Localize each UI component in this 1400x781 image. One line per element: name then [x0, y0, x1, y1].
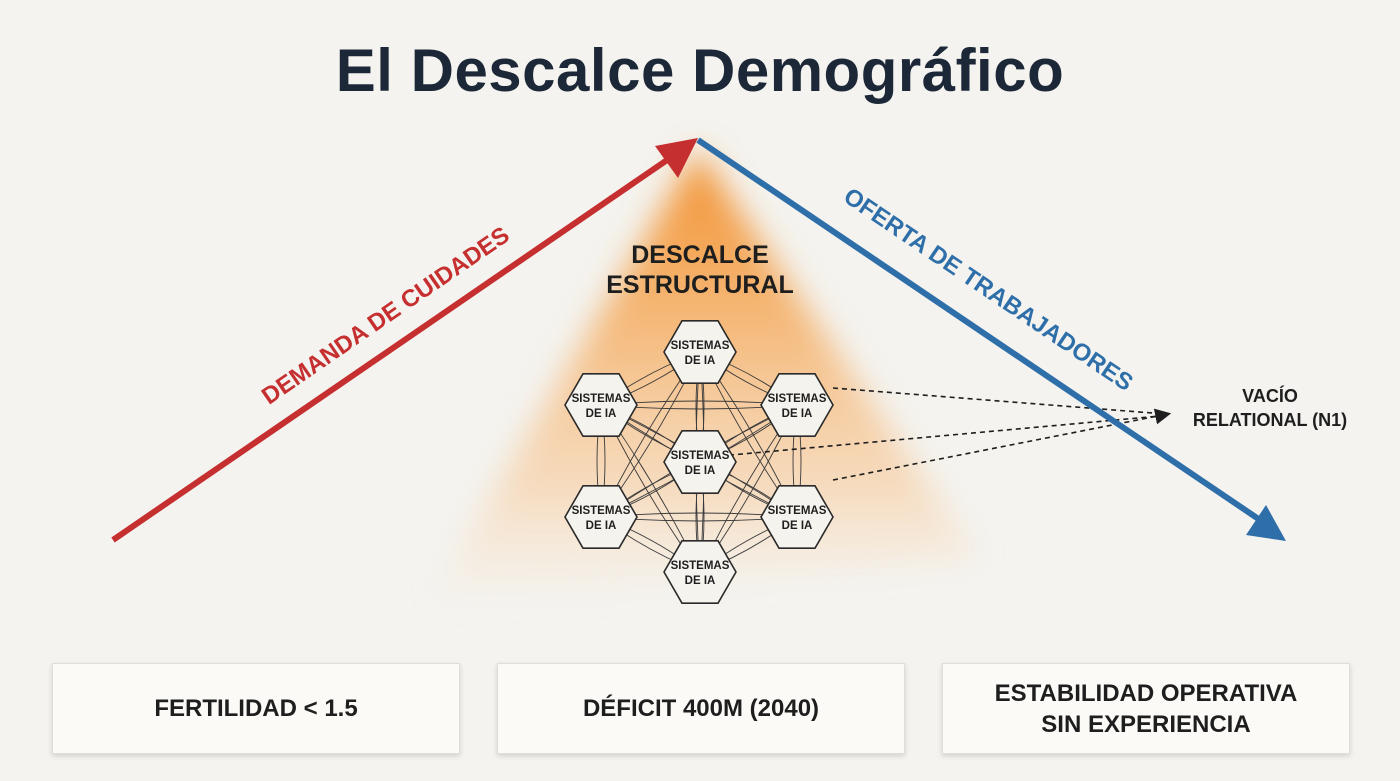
structural-mismatch-label: DESCALCE ESTRUCTURAL: [560, 240, 840, 300]
ai-system-hexagon: SISTEMAS DE IA: [760, 372, 834, 438]
hexagon-label: DE IA: [685, 355, 716, 367]
ai-system-hexagon: SISTEMAS DE IA: [663, 429, 737, 495]
hexagon-shape: [564, 484, 638, 550]
hexagon-shape: [760, 484, 834, 550]
ai-system-hexagon: SISTEMAS DE IA: [663, 319, 737, 385]
hexagon-label: SISTEMAS: [572, 393, 631, 405]
hexagon-label: DE IA: [586, 520, 617, 532]
hexagon-label: SISTEMAS: [572, 505, 631, 517]
demand-arrow-shaft: [111, 155, 672, 543]
deficit-box: DÉFICIT 400M (2040): [497, 663, 905, 754]
hexagon-label: SISTEMAS: [768, 393, 827, 405]
stability-text: ESTABILIDAD OPERATIVA SIN EXPERIENCIA: [994, 679, 1298, 738]
hexagon-label: DE IA: [685, 465, 716, 477]
demand-arrow-head: [655, 138, 698, 178]
relational-gap-line1: VACÍO: [1242, 386, 1298, 406]
supply-arrow-head: [1246, 505, 1286, 541]
stability-box: ESTABILIDAD OPERATIVA SIN EXPERIENCIA: [942, 663, 1350, 754]
relational-gap-line2: RELATIONAL (N1): [1192, 410, 1348, 430]
hexagon-shape: [663, 429, 737, 495]
hexagon-label: DE IA: [782, 408, 813, 420]
hexagon-label: SISTEMAS: [671, 340, 730, 352]
supply-arrow-shaft: [696, 137, 1262, 523]
hexagon-shape: [663, 539, 737, 605]
deficit-text: DÉFICIT 400M (2040): [582, 695, 820, 722]
demand-label: DEMANDA DE CUIDADES: [257, 221, 514, 410]
hexagon-label: SISTEMAS: [671, 560, 730, 572]
hexagon-label: SISTEMAS: [768, 505, 827, 517]
ai-system-hexagon: SISTEMAS DE IA: [564, 372, 638, 438]
fertility-box: FERTILIDAD < 1.5: [52, 663, 460, 754]
gap-link-3: [832, 408, 1172, 481]
structural-mismatch-text: DESCALCE ESTRUCTURAL: [606, 241, 794, 299]
hexagon-shape: [564, 372, 638, 438]
hexagon-shape: [760, 372, 834, 438]
gap-link-2: [719, 415, 1161, 457]
gap-link-1: [832, 387, 1166, 415]
ai-system-hexagon: SISTEMAS DE IA: [760, 484, 834, 550]
hexagon-shape: [663, 319, 737, 385]
fertility-text: FERTILIDAD < 1.5: [154, 695, 358, 722]
hexagon-label: DE IA: [782, 520, 813, 532]
hexagon-label: SISTEMAS: [671, 450, 730, 462]
ai-system-hexagon: SISTEMAS DE IA: [663, 539, 737, 605]
ai-system-hexagon: SISTEMAS DE IA: [564, 484, 638, 550]
gap-links: [719, 387, 1172, 481]
relational-gap-label: VACÍO RELATIONAL (N1): [1160, 384, 1380, 432]
supply-label: OFERTA DE TRABAJADORES: [839, 183, 1138, 397]
page-title: El Descalce Demográfico: [335, 37, 1065, 104]
hexagon-label: DE IA: [586, 408, 617, 420]
hexagon-label: DE IA: [685, 575, 716, 587]
